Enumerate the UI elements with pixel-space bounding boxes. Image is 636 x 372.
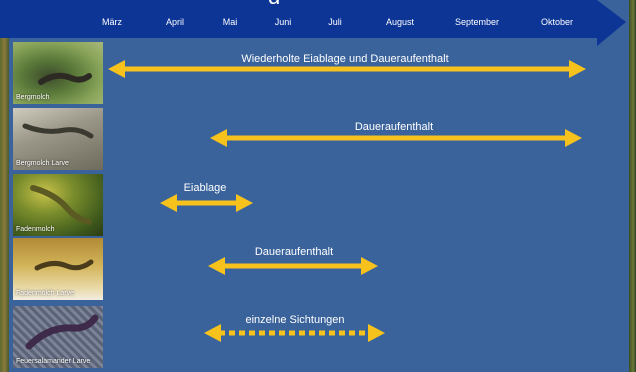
bar-label-einzelne-sichtungen: einzelne Sichtungen — [245, 314, 345, 326]
thumbnail-fadenmolch-larve: Fadenmolch Larve — [13, 238, 103, 300]
bar-label-wiederholte-eiablage: Wiederholte Eiablage und Daueraufenthalt — [241, 53, 449, 65]
left-photo-edge — [0, 0, 9, 372]
thumbnail-fadenmolch: Fadenmolch — [13, 174, 103, 236]
month-mai: Mai — [222, 17, 238, 27]
thumbnail-label: Fadenmolch — [16, 226, 55, 233]
thumbnail-label: Fadenmolch Larve — [16, 290, 74, 297]
right-photo-edge — [629, 0, 636, 372]
arrow-daueraufenthalt-fadenmolch-larve — [208, 257, 378, 275]
thumbnail-bergmolch: Bergmolch — [13, 42, 103, 104]
month-april: April — [165, 17, 185, 27]
arrow-wiederholte-eiablage — [108, 60, 586, 78]
month-oktober: Oktober — [540, 17, 574, 27]
title-fragment: g — [268, 0, 298, 4]
month-september: September — [454, 17, 500, 27]
arrow-daueraufenthalt-bergmolch-larve — [210, 129, 582, 147]
thumbnail-bergmolch-larve: Bergmolch Larve — [13, 108, 103, 170]
bar-label-daueraufenthalt-fadenmolch-larve: Daueraufenthalt — [254, 246, 334, 258]
arrow-einzelne-sichtungen — [204, 324, 385, 342]
bar-label-eiablage: Eiablage — [183, 182, 227, 194]
month-maerz: März — [102, 17, 122, 27]
thumbnail-label: Bergmolch Larve — [16, 160, 69, 167]
month-august: August — [385, 17, 415, 27]
thumbnail-label: Feuersalamander Larve — [16, 358, 91, 365]
bar-label-daueraufenthalt-bergmolch-larve: Daueraufenthalt — [354, 121, 434, 133]
thumbnail-label: Bergmolch — [16, 94, 50, 101]
thumbnail-feuersalamander-larve: Feuersalamander Larve — [13, 306, 103, 368]
month-juni: Juni — [274, 17, 292, 27]
month-juli: Juli — [328, 17, 342, 27]
arrow-eiablage — [160, 194, 253, 212]
timeline-arrow — [0, 0, 626, 46]
